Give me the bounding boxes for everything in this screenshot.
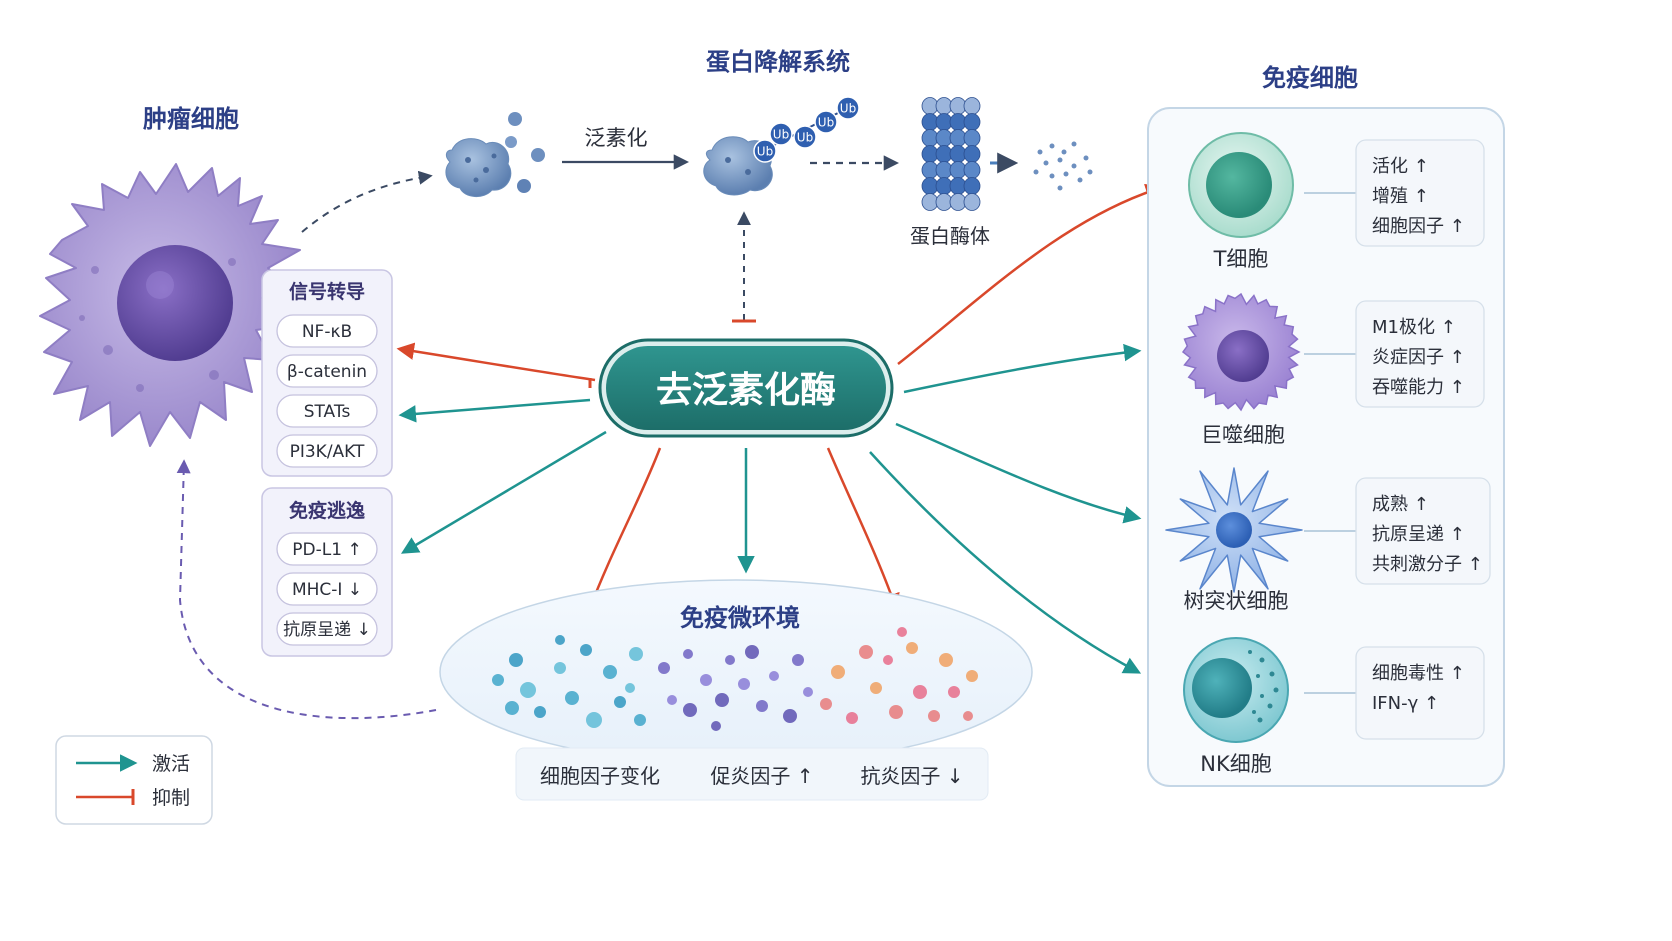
ub-tag bbox=[814, 110, 838, 134]
legend: 激活 抑制 bbox=[55, 735, 213, 825]
core-to-micro-left bbox=[586, 447, 662, 612]
escape-box: 免疫逃逸 PD-L1 ↑ MHC-I ↓ 抗原呈递 ↓ bbox=[261, 487, 393, 657]
legend-inhibit-label: 抑制 bbox=[152, 787, 190, 809]
proteasome-label: 蛋白酶体 bbox=[910, 224, 990, 248]
ub-tag bbox=[753, 139, 777, 163]
core-to-signal-inhibit bbox=[396, 342, 596, 382]
immune-effect: 细胞因子 ↑ bbox=[1372, 216, 1465, 237]
escape-pill bbox=[276, 532, 378, 566]
core-to-macrophage bbox=[903, 343, 1142, 394]
signal-pill-label: β-catenin bbox=[287, 362, 367, 382]
immune-effect: M1极化 ↑ bbox=[1372, 317, 1456, 338]
immune-effect: 成熟 ↑ bbox=[1372, 494, 1429, 515]
ub-tag bbox=[769, 122, 793, 146]
core-label: 去泛素化酶 bbox=[656, 370, 836, 411]
core-to-nk bbox=[869, 451, 1142, 674]
micro-label-2: 抗炎因子 ↓ bbox=[860, 764, 963, 788]
immune-cell-name: 巨噬细胞 bbox=[1201, 423, 1285, 447]
immune-effect: 细胞毒性 ↑ bbox=[1372, 663, 1465, 684]
immune-cell-name: T细胞 bbox=[1213, 247, 1269, 271]
micro-title: 免疫微环境 bbox=[680, 604, 800, 632]
immune-cell-name: 树突状细胞 bbox=[1184, 589, 1289, 613]
immune-effect: 抗原呈递 ↑ bbox=[1372, 524, 1465, 545]
immune-effect: 炎症因子 ↑ bbox=[1372, 347, 1465, 368]
protein-icon bbox=[445, 112, 545, 197]
signal-box-title: 信号转导 bbox=[289, 280, 365, 303]
ub-tag-label: Ub bbox=[773, 128, 789, 142]
escape-pill-label: MHC-I ↓ bbox=[292, 580, 362, 600]
immune-effect-box bbox=[1355, 139, 1485, 247]
micro-to-tumor-arrow bbox=[176, 459, 437, 720]
ub-tag-label: Ub bbox=[757, 145, 773, 159]
immune-effect: 共刺激分子 ↑ bbox=[1372, 554, 1483, 575]
core-to-tcell bbox=[897, 183, 1164, 365]
signal-pill bbox=[276, 394, 378, 428]
tumor-to-protein-arrow bbox=[301, 170, 433, 233]
ub-tag-label: Ub bbox=[797, 131, 813, 145]
escape-pill bbox=[276, 612, 378, 646]
proteasome-icon bbox=[921, 97, 981, 211]
core-to-escape-activate bbox=[400, 430, 607, 554]
ub-tag-label: Ub bbox=[818, 116, 834, 130]
ubiquitination-label: 泛素化 bbox=[585, 126, 648, 150]
immune-effect: IFN-γ ↑ bbox=[1372, 693, 1439, 714]
signal-pill-label: NF-κB bbox=[302, 322, 352, 342]
signal-pill-label: PI3K/AKT bbox=[290, 442, 365, 462]
signal-pill bbox=[276, 354, 378, 388]
micro-label-0: 细胞因子变化 bbox=[540, 764, 660, 788]
dendritic-cell-icon bbox=[1165, 467, 1303, 593]
immune-panel: T细胞 活化 ↑ 增殖 ↑ 细胞因子 ↑ 巨噬细胞 M1极化 ↑ 炎症因子 ↑ 吞噬能力 ↑ 树… bbox=[1147, 107, 1505, 787]
tumor-title: 肿瘤细胞 bbox=[143, 105, 239, 133]
signal-pill bbox=[276, 434, 378, 468]
legend-activate-label: 激活 bbox=[152, 753, 190, 775]
immune-cell-name: NK细胞 bbox=[1200, 752, 1271, 776]
escape-pill bbox=[276, 572, 378, 606]
tumor-cell-icon bbox=[39, 163, 301, 447]
micro-label-1: 促炎因子 ↑ bbox=[710, 764, 813, 788]
immune-title: 免疫细胞 bbox=[1262, 64, 1358, 92]
escape-pill-label: 抗原呈递 ↓ bbox=[283, 620, 371, 640]
ub-tag bbox=[793, 125, 817, 149]
peptide-fragments-icon bbox=[1033, 141, 1093, 191]
macrophage-icon bbox=[1181, 292, 1301, 412]
immune-effect-box bbox=[1355, 646, 1485, 740]
microenvironment: 免疫微环境 细胞因子变化 促炎因子 ↑ 抗炎因子 ↓ bbox=[439, 579, 1033, 801]
cytokine-dots bbox=[492, 627, 978, 731]
immune-effect: 增殖 ↑ bbox=[1372, 185, 1429, 207]
core-enzyme[interactable]: 去泛素化酶 bbox=[598, 338, 894, 438]
degradation-title: 蛋白降解系统 bbox=[706, 48, 850, 76]
core-to-signal-activate bbox=[398, 398, 591, 423]
immune-effect: 活化 ↑ bbox=[1372, 156, 1429, 177]
immune-effect: 吞噬能力 ↑ bbox=[1372, 377, 1465, 398]
ub-tag bbox=[836, 96, 860, 120]
escape-box-title: 免疫逃逸 bbox=[289, 499, 365, 522]
immune-effect-box bbox=[1355, 477, 1491, 585]
nk-cell-icon bbox=[1183, 637, 1289, 743]
immune-effect-box bbox=[1355, 300, 1485, 408]
core-to-micro-right bbox=[826, 447, 900, 612]
t-cell-icon bbox=[1188, 132, 1294, 238]
ub-tag-label: Ub bbox=[840, 102, 856, 116]
core-to-dc bbox=[895, 422, 1142, 524]
escape-pill-label: PD-L1 ↑ bbox=[292, 540, 361, 560]
signal-pill-label: STATs bbox=[304, 402, 351, 422]
signal-pill bbox=[276, 314, 378, 348]
